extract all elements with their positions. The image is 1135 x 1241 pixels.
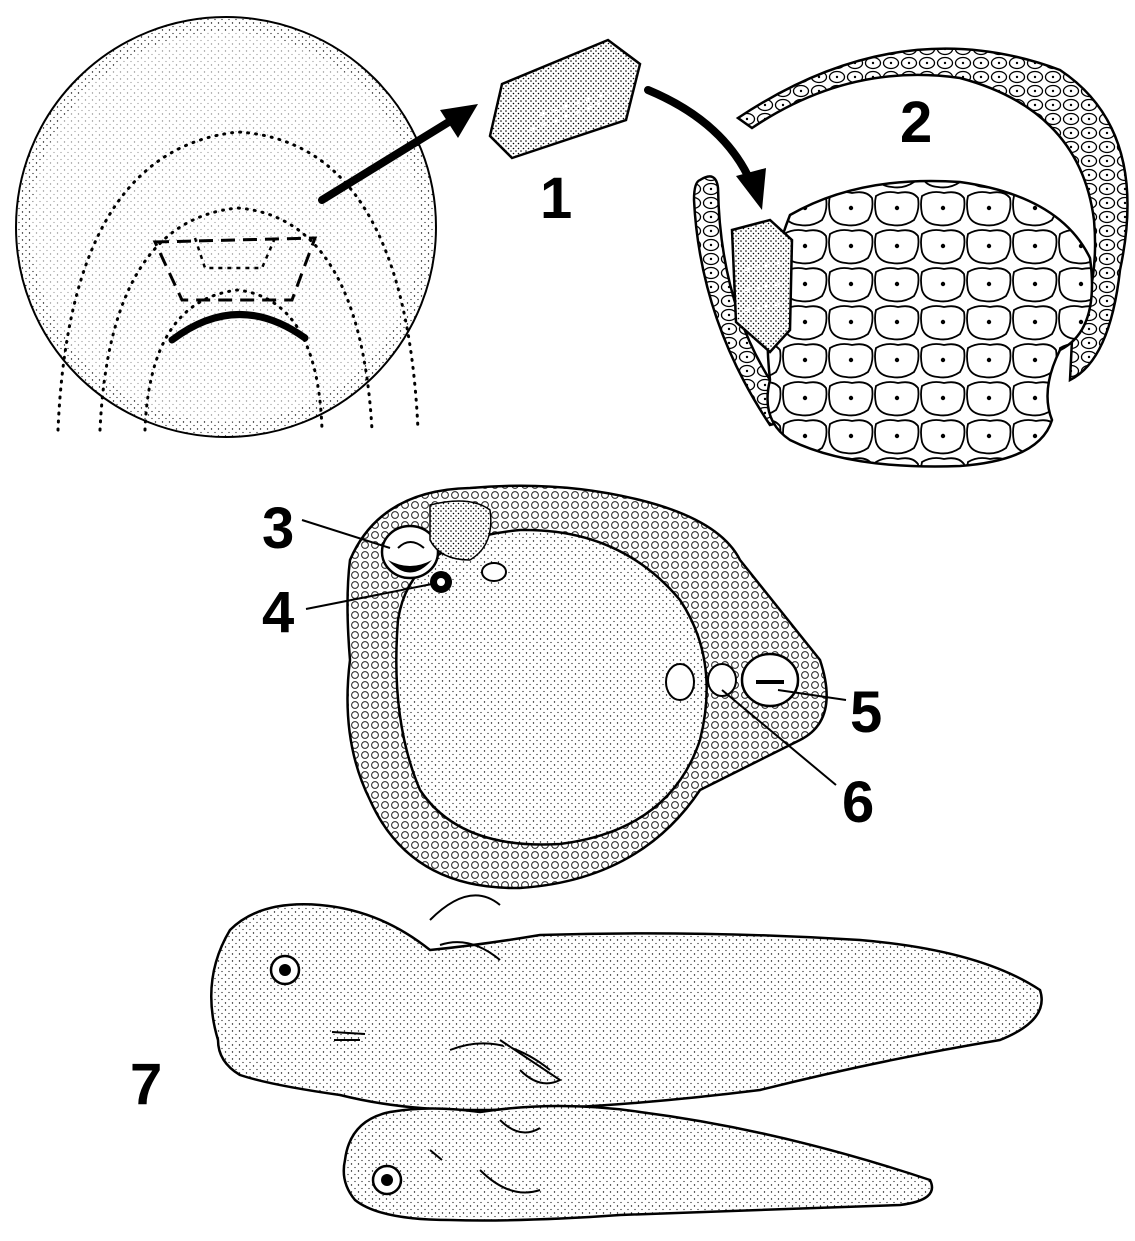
label-4: 4: [262, 580, 294, 645]
cross-section-embryo: [348, 486, 827, 888]
larva-lower: [344, 1106, 932, 1220]
label-1: 1: [540, 166, 572, 231]
label-5: 5: [850, 680, 882, 745]
larva-upper: [211, 895, 1041, 1110]
label-3: 3: [262, 496, 294, 561]
excised-tissue-piece: [490, 40, 640, 158]
label-2: 2: [900, 90, 932, 155]
gastrula-sphere: [16, 17, 436, 437]
label-6: 6: [842, 770, 874, 835]
label-7: 7: [130, 1052, 162, 1117]
